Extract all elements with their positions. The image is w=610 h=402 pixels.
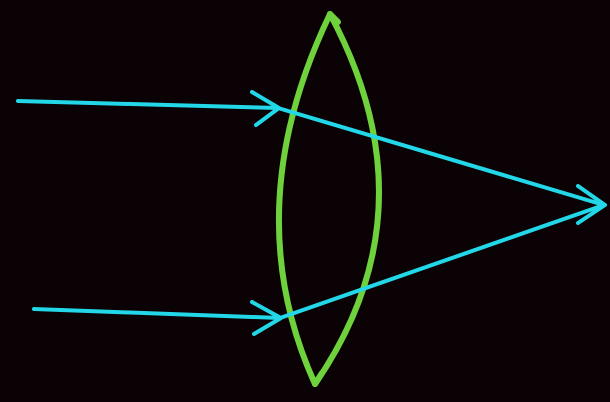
lens-ray-diagram bbox=[0, 0, 610, 402]
background bbox=[0, 0, 610, 402]
